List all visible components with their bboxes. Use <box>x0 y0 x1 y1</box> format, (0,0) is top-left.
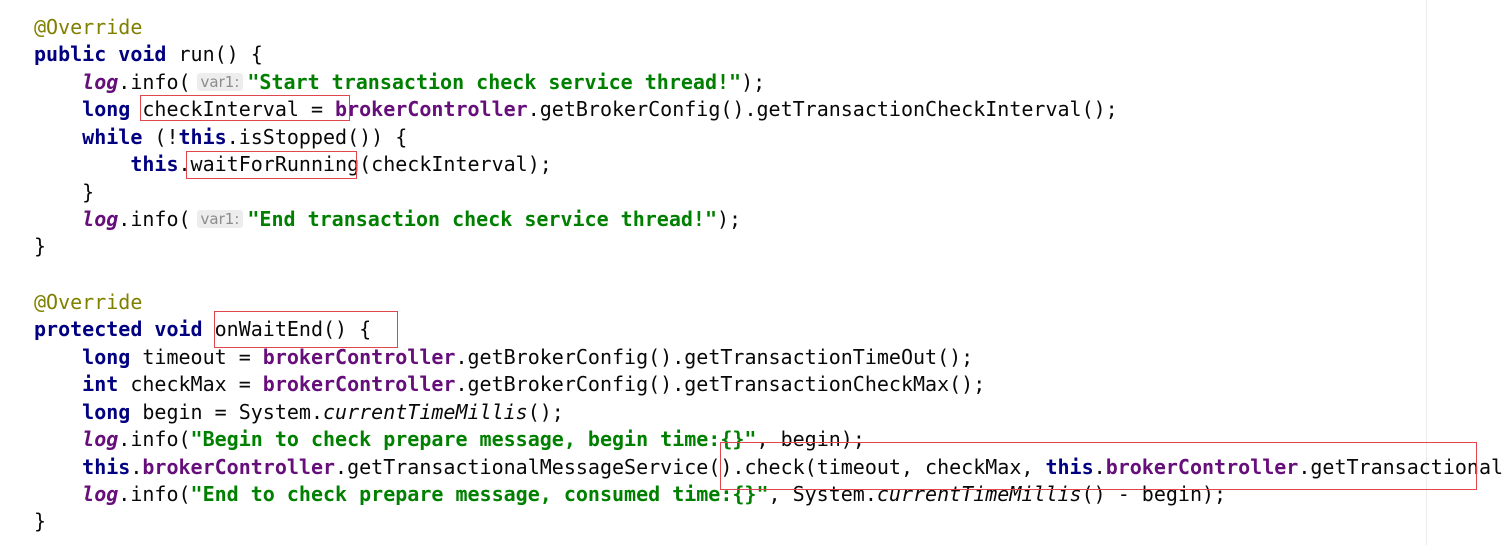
code-text: .info( <box>118 70 191 94</box>
code-text: (); <box>527 400 564 424</box>
code-text: onWaitEnd() { <box>202 317 372 341</box>
code-line-5: while (!this.isStopped()) { <box>34 124 407 151</box>
code-line-4: long checkInterval = brokerController.ge… <box>34 96 1118 123</box>
code-text: } <box>34 509 47 533</box>
string-literal: "End to check prepare message, consumed … <box>190 482 769 506</box>
code-text: begin = System. <box>130 400 323 424</box>
highlight-box-check-call <box>720 442 1477 490</box>
keyword: public <box>34 42 107 66</box>
string-literal: "Begin to check prepare message, begin t… <box>190 427 757 451</box>
parameter-hint: var1: <box>196 210 244 228</box>
code-text: .getBrokerConfig().getTransactionCheckIn… <box>527 97 1118 121</box>
code-text: checkMax = <box>118 372 263 396</box>
code-text: .info( <box>118 482 191 506</box>
code-text: ); <box>741 70 766 94</box>
code-text: timeout = <box>130 345 263 369</box>
log-field: log <box>82 427 119 451</box>
log-field: log <box>82 207 119 231</box>
highlight-box-wait-for-running <box>186 151 357 179</box>
log-field: log <box>82 70 119 94</box>
right-margin-guide <box>1426 0 1427 545</box>
code-line-12: protected void onWaitEnd() { <box>34 316 371 343</box>
code-text: .info( <box>118 427 191 451</box>
code-line-17: this.brokerController.getTransactionalMe… <box>34 454 1503 481</box>
code-text: . <box>1093 455 1106 479</box>
static-method: currentTimeMillis <box>876 482 1082 506</box>
code-text: .waitForRunning(checkInterval); <box>178 152 552 176</box>
code-text: .getTransactionalMessageCheckListener())… <box>1298 455 1503 479</box>
code-text: } <box>82 180 95 204</box>
string-literal: "Start transaction check service thread!… <box>247 70 742 94</box>
code-line-7: } <box>34 179 94 206</box>
broker-field: brokerController <box>262 345 456 369</box>
code-line-13: long timeout = brokerController.getBroke… <box>34 344 973 371</box>
keyword: int <box>82 372 119 396</box>
keyword: this <box>1045 455 1094 479</box>
code-line-9: } <box>34 233 46 260</box>
code-text: .getTransactionalMessageService().check(… <box>335 455 1046 479</box>
keyword: protected <box>34 317 143 341</box>
keyword: long <box>82 97 131 121</box>
broker-field: brokerController <box>335 97 528 121</box>
code-line-15: long begin = System.currentTimeMillis(); <box>34 399 564 426</box>
keyword: void <box>118 42 167 66</box>
code-text: .getBrokerConfig().getTransactionTimeOut… <box>455 345 974 369</box>
broker-field: brokerController <box>142 455 336 479</box>
parameter-hint: var1: <box>196 73 244 91</box>
code-text: run() { <box>166 42 263 66</box>
broker-field: brokerController <box>262 372 456 396</box>
code-text: .info( <box>118 207 191 231</box>
static-method: currentTimeMillis <box>323 400 528 424</box>
keyword: this <box>130 152 179 176</box>
code-line-19: } <box>34 508 46 535</box>
code-line-3: log.info( var1:"Start transaction check s… <box>34 69 765 96</box>
keyword: long <box>82 345 131 369</box>
code-text: () - begin); <box>1081 482 1227 506</box>
annotation: @Override <box>34 15 143 39</box>
code-line-18: log.info("End to check prepare message, … <box>34 481 1226 508</box>
code-text: .getBrokerConfig().getTransactionCheckMa… <box>455 372 986 396</box>
code-text: checkInterval = <box>130 97 336 121</box>
code-text: , System. <box>768 482 877 506</box>
annotation: @Override <box>34 290 143 314</box>
highlight-box-check-interval <box>140 95 350 121</box>
code-line-8: log.info( var1:"End transaction check ser… <box>34 206 741 233</box>
code-line-6: this.waitForRunning(checkInterval); <box>34 151 552 178</box>
code-text: } <box>34 234 47 258</box>
keyword: this <box>82 455 131 479</box>
broker-field: brokerController <box>1105 455 1299 479</box>
code-line-11: @Override <box>34 289 142 316</box>
log-field: log <box>82 482 119 506</box>
code-text: .isStopped()) { <box>226 125 408 149</box>
code-text: ); <box>717 207 742 231</box>
string-literal: "End transaction check service thread!" <box>247 207 717 231</box>
keyword: void <box>154 317 203 341</box>
code-text: . <box>130 455 143 479</box>
keyword: while <box>82 125 143 149</box>
keyword: long <box>82 400 131 424</box>
code-line-1: @Override <box>34 14 142 41</box>
code-text: , begin); <box>756 427 865 451</box>
code-text: (! <box>142 125 179 149</box>
code-line-16: log.info("Begin to check prepare message… <box>34 426 865 453</box>
code-line-14: int checkMax = brokerController.getBroke… <box>34 371 985 398</box>
highlight-box-on-wait-end <box>214 311 398 348</box>
code-line-2: public void run() { <box>34 41 263 68</box>
keyword: this <box>178 125 227 149</box>
